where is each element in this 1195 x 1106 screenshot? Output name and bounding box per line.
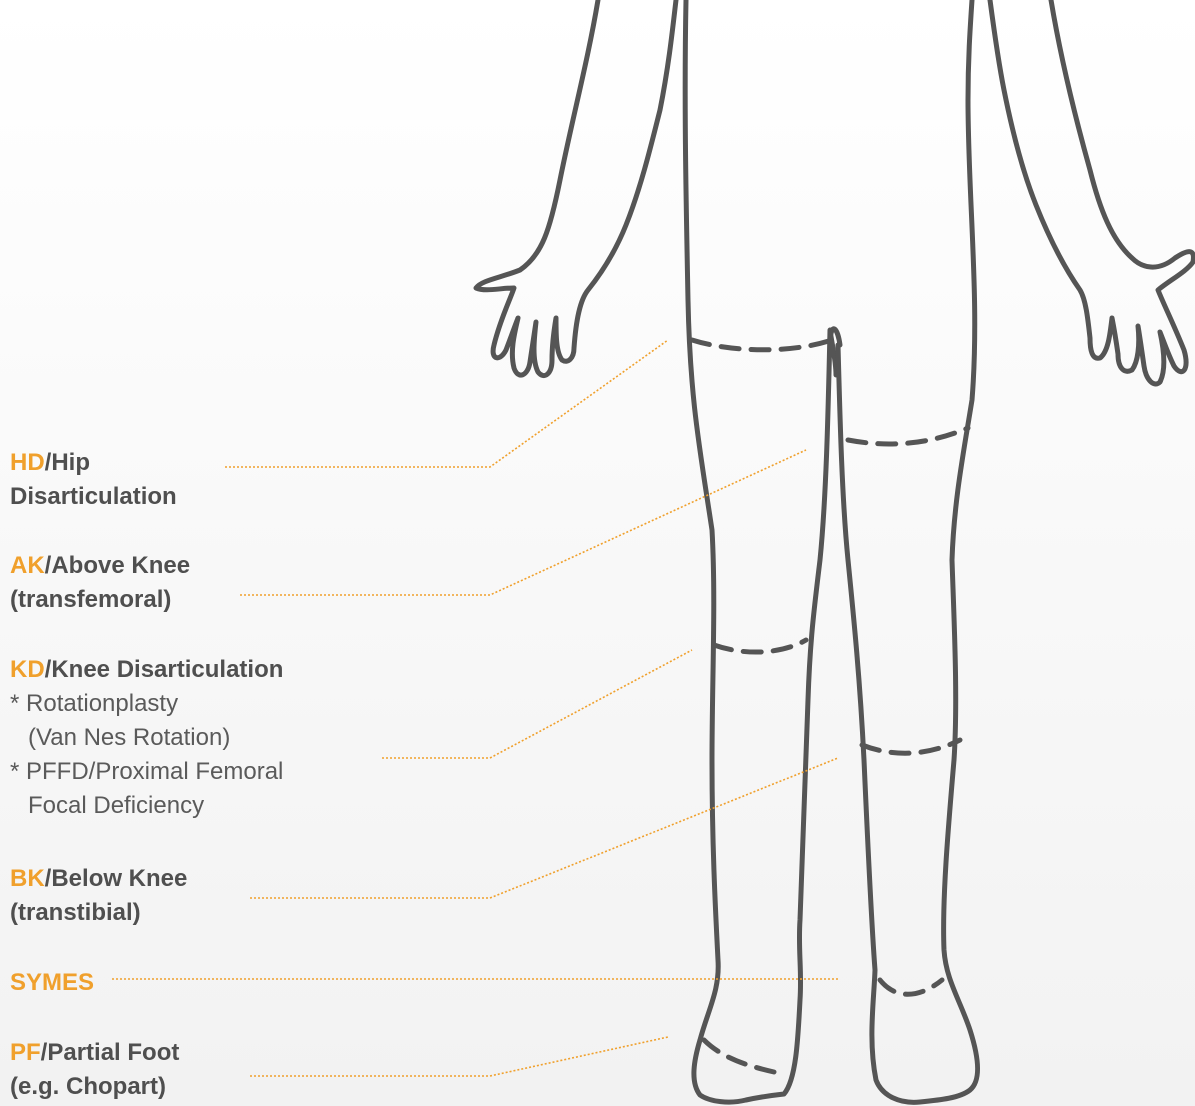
ak-title: /Above Knee xyxy=(45,552,190,579)
hd-leader-line xyxy=(225,340,668,467)
hd-label-line1: HD/Hip xyxy=(10,446,177,480)
bk-label: BK/Below Knee (transtibial) xyxy=(10,862,187,930)
pf-abbr: PF xyxy=(10,1039,41,1066)
hd-label: HD/Hip Disarticulation xyxy=(10,446,177,514)
bk-leader-line xyxy=(250,758,838,898)
hd-abbr: HD xyxy=(10,449,45,476)
body-outline xyxy=(476,0,1193,1102)
hd-cut-line xyxy=(692,340,832,350)
bk-cut-line xyxy=(862,740,960,753)
hd-title: /Hip xyxy=(45,449,90,476)
bk-title-line2: (transtibial) xyxy=(10,896,187,930)
right-leg-outline xyxy=(838,0,978,1102)
ak-leader-line xyxy=(240,450,806,595)
right-arm-outline xyxy=(990,0,1193,384)
bk-title: /Below Knee xyxy=(45,865,188,892)
kd-title: /Knee Disarticulation xyxy=(45,656,284,683)
symes-label: SYMES xyxy=(10,966,94,1000)
left-leg-outline xyxy=(685,0,836,1102)
kd-note-1: * Rotationplasty xyxy=(10,687,283,721)
cut-lines xyxy=(692,340,968,1072)
pf-cut-line xyxy=(704,1040,774,1072)
pf-leader-line xyxy=(250,1037,668,1076)
kd-note-3: * PFFD/Proximal Femoral xyxy=(10,755,283,789)
ak-abbr: AK xyxy=(10,552,45,579)
bk-abbr: BK xyxy=(10,865,45,892)
pf-title-line2: (e.g. Chopart) xyxy=(10,1070,179,1104)
symes-label-line1: SYMES xyxy=(10,966,94,1000)
kd-leader-line xyxy=(382,650,692,758)
kd-label-line1: KD/Knee Disarticulation xyxy=(10,653,283,687)
kd-label: KD/Knee Disarticulation * Rotationplasty… xyxy=(10,653,283,823)
pf-title: /Partial Foot xyxy=(41,1039,180,1066)
ak-title-line2: (transfemoral) xyxy=(10,583,190,617)
ak-label-line1: AK/Above Knee xyxy=(10,549,190,583)
left-arm-outline xyxy=(476,0,676,376)
hd-title-line2: Disarticulation xyxy=(10,480,177,514)
symes-cut-line xyxy=(880,980,942,994)
symes-abbr: SYMES xyxy=(10,969,94,996)
ak-label: AK/Above Knee (transfemoral) xyxy=(10,549,190,617)
kd-abbr: KD xyxy=(10,656,45,683)
ak-cut-line xyxy=(848,428,968,444)
pf-label-line1: PF/Partial Foot xyxy=(10,1036,179,1070)
pf-label: PF/Partial Foot (e.g. Chopart) xyxy=(10,1036,179,1104)
kd-cut-line xyxy=(714,640,806,652)
bk-label-line1: BK/Below Knee xyxy=(10,862,187,896)
kd-note-2: (Van Nes Rotation) xyxy=(10,721,283,755)
kd-note-4: Focal Deficiency xyxy=(10,789,283,823)
